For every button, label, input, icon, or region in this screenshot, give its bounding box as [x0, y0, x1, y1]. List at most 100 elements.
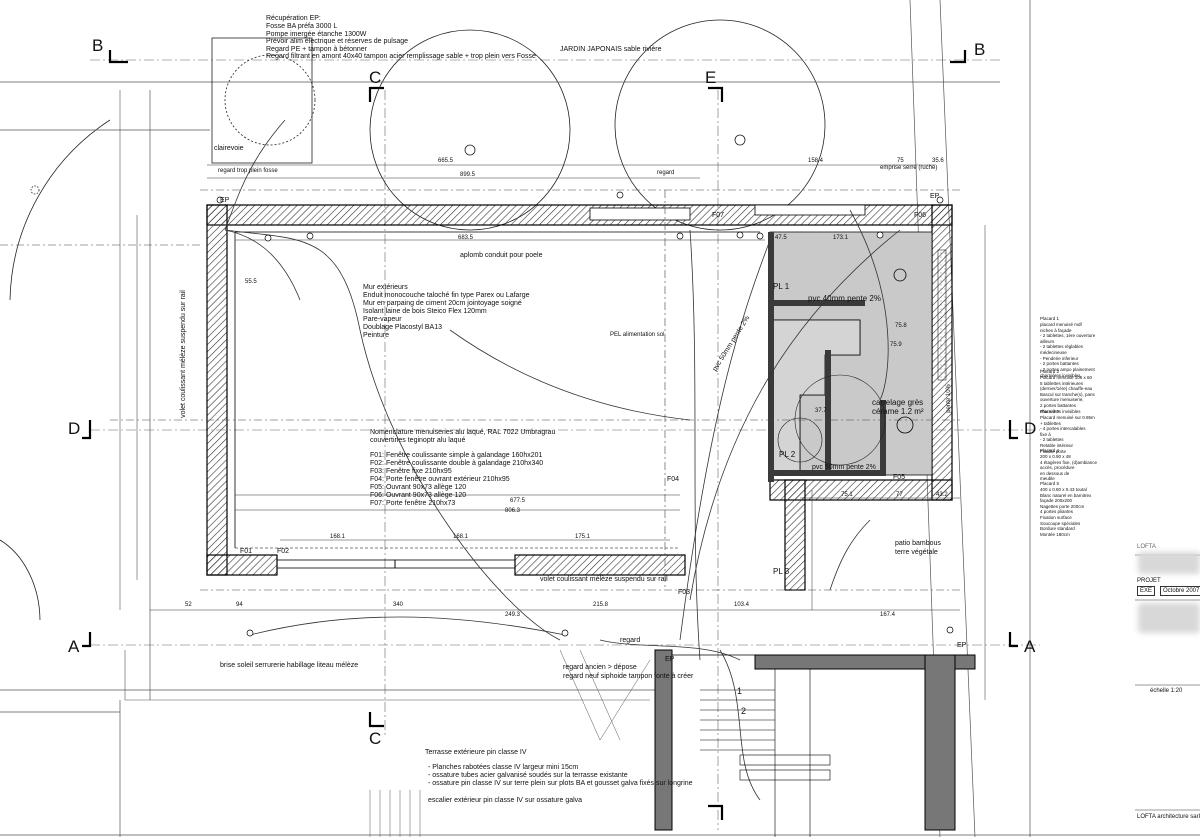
- note-recuperation-0: Récupération EP:: [266, 15, 321, 22]
- label-f07: F07: [712, 212, 725, 219]
- dimension-lines: [119, 90, 986, 700]
- note-terrasse-6: escalier extérieur pin classe IV sur oss…: [428, 797, 583, 804]
- note-regard-ancien-1: regard neuf siphoide tampon fonte à crée…: [563, 673, 694, 680]
- note-recuperation-2: Pompe imergée étanche 1300W: [266, 31, 367, 38]
- note-pente: pente 10%: [945, 384, 952, 413]
- label-f04: F04: [667, 476, 680, 483]
- title-firm-bottom: LOFTA architecture sarl: [1137, 814, 1200, 820]
- title-phase: EXE: [1137, 586, 1156, 596]
- dim-175: 175.1: [575, 534, 591, 540]
- note-nomenclature-1: couvertines teginoptr alu laqué: [370, 437, 466, 444]
- dim-806: 806.3: [505, 508, 521, 514]
- note-mur-6: Peinture: [363, 332, 390, 339]
- note-nomenclature-0: Nomenclature menuiseries alu laqué, RAL …: [370, 429, 556, 436]
- title-firm-top: LOFTA: [1137, 544, 1156, 550]
- dim-37: 37.7: [815, 408, 827, 414]
- dim-43: 43.2: [936, 492, 948, 498]
- note-recuperation-4: Regard PE + tampon à bétonner: [266, 46, 367, 53]
- note-carrelage: carrelage grès cérame 1.2 m²: [872, 398, 924, 417]
- note-terrasse-3: - ossature tubes acier galvanisé soudés …: [428, 772, 628, 779]
- dim-340: 340: [393, 602, 404, 608]
- label-f05: F05: [893, 474, 906, 481]
- dim-94: 94: [236, 602, 243, 608]
- note-volet-left: volet coulissant mélèze suspendu sur rai…: [179, 290, 187, 418]
- dim-683: 683.5: [458, 235, 474, 241]
- label-pl2: PL 2: [779, 450, 796, 459]
- note-nomenclature-6: F04: Porte fenêtre ouvrant extérieur 210…: [370, 476, 510, 483]
- section-label-e-top: E: [705, 68, 717, 87]
- note-mur-4: Pare-vapeur: [363, 316, 402, 323]
- note-trop-plein: regard trop plein fosse: [218, 168, 278, 174]
- title-block-frame: [1029, 0, 1200, 837]
- note-pvc-50-b: pvc 50mm pente 2%: [812, 464, 876, 471]
- note-brise-soleil: brise soleil serrurerie habillage liteau…: [220, 662, 359, 669]
- dim-75-8: 75.8: [895, 323, 907, 329]
- dim-173: 173.1: [833, 235, 849, 241]
- section-label-d-left: D: [68, 419, 81, 438]
- pipes: [224, 119, 901, 801]
- dim-168a: 168.1: [330, 534, 346, 540]
- note-regard-bottom: regard: [620, 637, 641, 644]
- note-recuperation-3: Prévoir alim électrique et réserves de p…: [266, 38, 409, 45]
- title-scale: échelle 1:20: [1150, 688, 1183, 694]
- note-pel: PEL alimentation sol: [610, 332, 665, 338]
- wet-room: [768, 231, 947, 482]
- note-terrasse-0: Terrasse extérieure pin classe IV: [425, 749, 527, 756]
- section-label-c-bottom: C: [369, 729, 382, 748]
- dim-249: 249.3: [505, 612, 521, 618]
- note-terrasse-2: - Planches rabotées classe IV largeur mi…: [428, 764, 579, 771]
- dim-167: 167.4: [880, 612, 896, 618]
- dim-168b: 168.1: [453, 534, 469, 540]
- exterior-walls: [206, 204, 953, 591]
- note-emprise-serre: emprise serre (ruche): [880, 165, 938, 171]
- section-label-b-left: B: [92, 36, 104, 55]
- section-label-b-right: B: [974, 40, 986, 59]
- axis-lines: [90, 59, 1040, 830]
- note-regard-top: regard: [657, 170, 675, 176]
- dim-75-9: 75.9: [890, 342, 902, 348]
- note-mur-3: Isolant laine de bois Steico Flex 120mm: [363, 308, 487, 315]
- dim-55: 55.5: [245, 279, 257, 285]
- dim-665: 665.5: [438, 158, 454, 164]
- label-ep-1: EP: [220, 197, 230, 204]
- note-recuperation-5: Regard filtrant en amont 40x40 tampon ac…: [266, 53, 536, 60]
- title-projet: PROJET: [1137, 578, 1161, 584]
- note-mur-5: Doublage Placostyl BA13: [363, 324, 442, 331]
- note-clairevoie: clairevoie: [214, 145, 244, 152]
- label-1: 1: [737, 686, 743, 696]
- dim-215: 215.8: [593, 602, 609, 608]
- title-date: Octobre 2007: [1160, 586, 1200, 596]
- trees: [0, 19, 826, 621]
- dim-47: 47.5: [775, 235, 787, 241]
- note-nomenclature-8: F06: Ouvrant 90x73 allège 120: [370, 492, 467, 499]
- dim-677: 677.5: [510, 498, 526, 504]
- label-f06: F06: [914, 212, 927, 219]
- note-terrasse-4: - ossature pin classe IV sur terre plein…: [428, 780, 693, 787]
- label-ep-3: EP: [957, 642, 967, 649]
- dim-103: 103.4: [734, 602, 750, 608]
- dim-158: 158.4: [808, 158, 824, 164]
- dim-899: 899.5: [460, 172, 476, 178]
- note-mur-0: Mur extérieurs: [363, 284, 408, 291]
- note-volet-bottom: volet coulissant mélèze suspendu sur rai…: [540, 576, 668, 583]
- dim-75: 75: [897, 158, 904, 164]
- section-label-d-right: D: [1024, 419, 1037, 438]
- label-2: 2: [741, 706, 747, 716]
- label-ep-2: EP: [930, 193, 940, 200]
- note-aplomb: aplomb conduit pour poele: [460, 252, 543, 259]
- label-ep-4: EP: [665, 656, 675, 663]
- note-nomenclature-3: F01: Fenêtre coulissante simple à galand…: [370, 452, 543, 459]
- label-f01: F01: [240, 548, 253, 555]
- terrace-area: [124, 649, 976, 837]
- note-nomenclature-7: F05: Ouvrant 90x73 allège 120: [370, 484, 467, 491]
- note-nomenclature-4: F02: Fenêtre coulissante double à galand…: [370, 460, 544, 467]
- section-markers: [82, 50, 1018, 820]
- roof-lines: [0, 189, 960, 591]
